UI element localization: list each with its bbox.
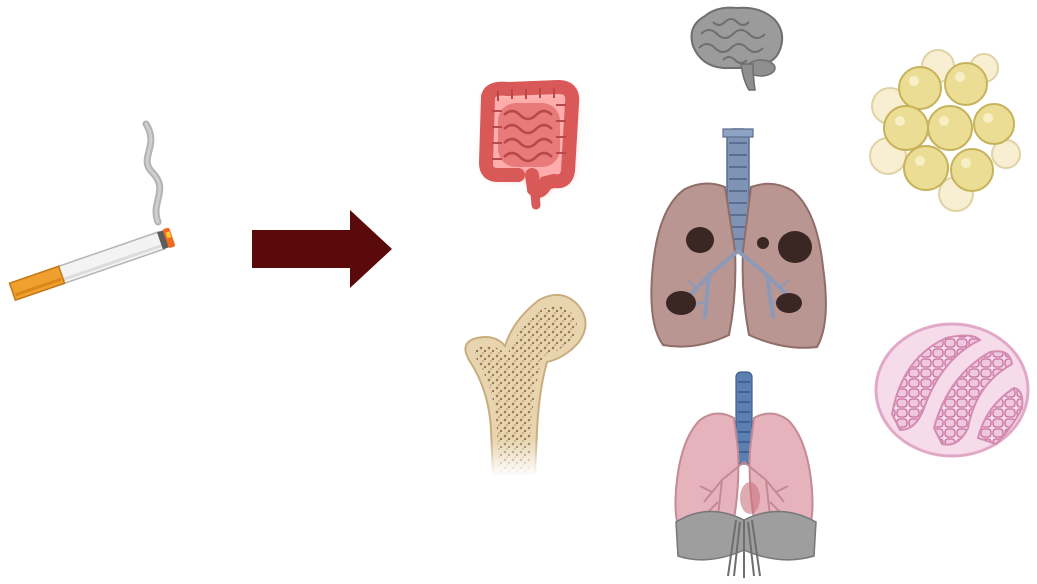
adipose-tissue-icon bbox=[868, 48, 1022, 212]
diseased-lungs-figure bbox=[645, 125, 835, 353]
lungs-diaphragm-icon bbox=[672, 370, 820, 580]
arrow-figure bbox=[250, 208, 395, 290]
intestine-figure bbox=[468, 75, 588, 213]
lit-cigarette-icon bbox=[0, 110, 190, 310]
cigarette-figure bbox=[0, 110, 190, 310]
diseased-lungs-icon bbox=[645, 125, 835, 353]
muscle-tissue-cross-section-icon bbox=[872, 318, 1032, 463]
bone-figure bbox=[455, 290, 595, 476]
femur-bone-icon bbox=[455, 290, 595, 476]
brain-figure bbox=[683, 4, 787, 92]
brain-icon bbox=[683, 4, 787, 92]
right-arrow-icon bbox=[250, 208, 395, 290]
adipose-figure bbox=[868, 48, 1022, 212]
lungs-diaphragm-figure bbox=[672, 370, 820, 580]
muscle-figure bbox=[872, 318, 1032, 463]
inflamed-intestine-icon bbox=[468, 75, 588, 213]
